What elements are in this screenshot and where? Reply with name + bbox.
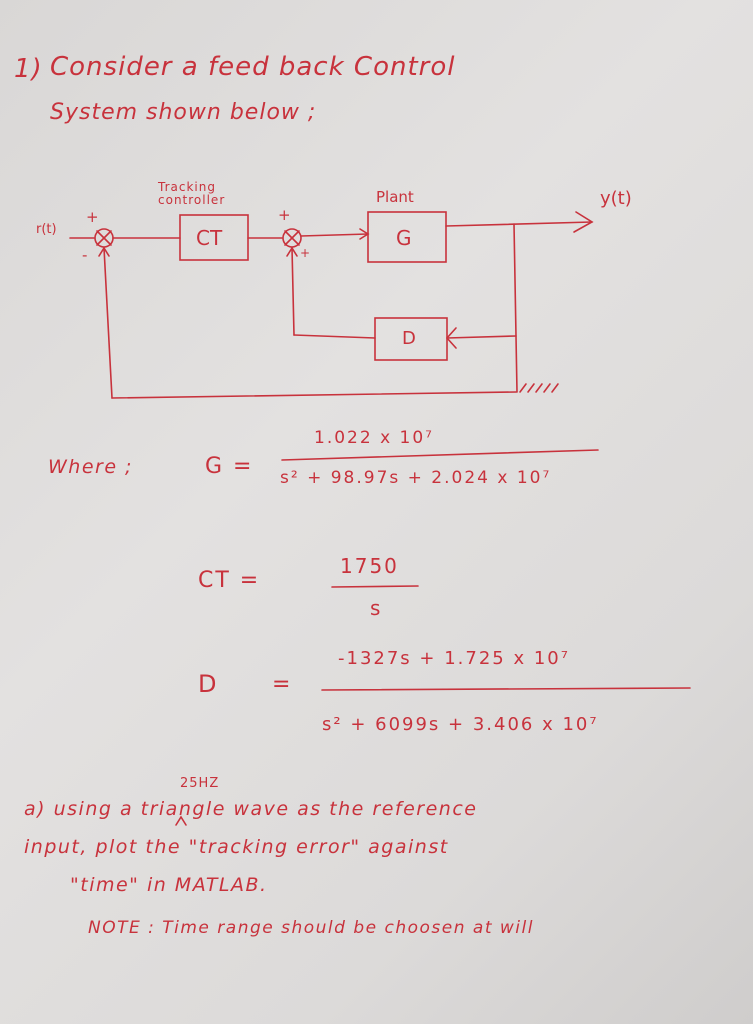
g-fraction-bar: [281, 449, 599, 461]
g-numerator: 1.022 x 10⁷: [314, 428, 434, 448]
d-fraction-bar: [321, 687, 691, 691]
where-label: Where ;: [48, 456, 133, 478]
intro-line-1: Consider a feed back Control: [50, 52, 456, 82]
d-block-box: [374, 317, 448, 361]
sign-plus-1: +: [86, 208, 99, 226]
frequency-note: 25HZ: [180, 776, 220, 791]
tracking-label-1: Tracking: [158, 180, 216, 194]
d-equals: =: [272, 672, 293, 697]
note-line: NOTE : Time range should be choosen at w…: [88, 918, 534, 938]
part-a-line-2: input, plot the "tracking error" against: [24, 836, 449, 858]
sign-plus-3: +: [300, 246, 311, 260]
sign-plus-2: +: [278, 206, 291, 224]
d-block-label: D: [402, 328, 416, 349]
intro-line-2: System shown below ;: [50, 100, 317, 125]
ct-block-label: CT: [196, 226, 223, 250]
plant-label: Plant: [376, 188, 414, 206]
tracking-label-2: controller: [158, 193, 226, 207]
g-block-label: G: [396, 226, 412, 250]
ct-denominator: s: [370, 596, 383, 620]
g-denominator: s² + 98.97s + 2.024 x 10⁷: [280, 468, 552, 488]
g-block-box: [367, 211, 447, 263]
ct-lhs: CT =: [198, 568, 261, 593]
part-a-line-1: a) using a triangle wave as the referenc…: [24, 798, 478, 820]
g-lhs: G =: [205, 454, 254, 479]
sign-minus-1: -: [82, 246, 88, 264]
d-lhs: D: [198, 670, 219, 698]
input-label: r(t): [36, 222, 57, 237]
ct-fraction-bar: [331, 585, 419, 588]
output-label: y(t): [600, 188, 632, 209]
part-a-line-3: "time" in MATLAB.: [70, 874, 268, 896]
d-numerator: -1327s + 1.725 x 10⁷: [338, 648, 570, 669]
ct-numerator: 1750: [340, 554, 399, 578]
problem-number: 1): [14, 54, 43, 84]
d-denominator: s² + 6099s + 3.406 x 10⁷: [322, 714, 599, 735]
